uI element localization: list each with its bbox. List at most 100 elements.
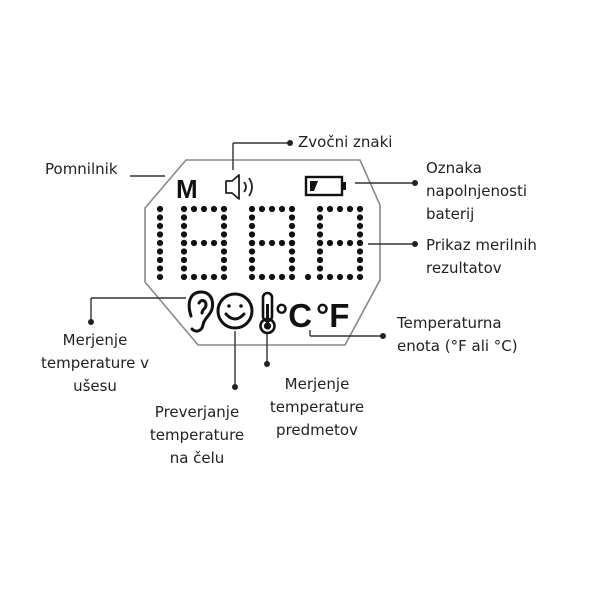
lcd-digit-2-dot bbox=[278, 273, 286, 281]
lcd-digit-1-dot bbox=[180, 222, 188, 230]
lcd-digit-2-dot bbox=[248, 273, 256, 281]
lcd-digit-2-dot bbox=[268, 273, 276, 281]
lcd-digit-3-dot bbox=[356, 256, 364, 264]
lcd-digit-0-dot bbox=[156, 265, 164, 272]
lcd-digit-1-dot bbox=[180, 205, 188, 213]
lcd-digit-3-dot bbox=[326, 273, 334, 281]
lcd-digit-2-dot bbox=[288, 239, 296, 247]
lcd-digit-1-dot bbox=[180, 265, 188, 272]
lcd-digit-2-dot bbox=[288, 222, 296, 230]
lcd-digit-1-dot bbox=[220, 265, 228, 272]
label-battery-line-3: baterij bbox=[426, 205, 475, 223]
lcd-digit-3-dot bbox=[316, 222, 324, 230]
lcd-digit-2-dot bbox=[288, 248, 296, 255]
lcd-digit-2-dot bbox=[278, 239, 286, 247]
lcd-digit-0-dot bbox=[156, 256, 164, 264]
lcd-digit-2-dot bbox=[248, 205, 256, 213]
lcd-digit-3-dot bbox=[356, 239, 364, 247]
lcd-digit-1-dot bbox=[220, 248, 228, 255]
label-ear-line-2: temperature v bbox=[41, 354, 149, 372]
lcd-digit-2-dot bbox=[288, 256, 296, 264]
lcd-digit-1-dot bbox=[180, 231, 188, 238]
lcd-digit-3-dot bbox=[316, 239, 324, 247]
lcd-digit-2-dot bbox=[248, 265, 256, 272]
label-forehead-line-3: na čelu bbox=[169, 449, 225, 467]
unit-fahrenheit: °F bbox=[316, 297, 349, 334]
callout-lines bbox=[90, 142, 415, 387]
label-unit-line-1: Temperaturna bbox=[397, 314, 502, 332]
lcd-digit-0-dot bbox=[156, 273, 164, 281]
label-memory: Pomnilnik bbox=[45, 160, 118, 178]
lcd-digit-2-dot bbox=[248, 256, 256, 264]
lcd-digit-0-dot bbox=[156, 214, 164, 221]
thermometer-icon bbox=[259, 291, 276, 335]
label-object-line-2: temperature bbox=[269, 398, 365, 416]
lcd-digit-1-dot bbox=[190, 239, 198, 247]
lcd-digit-3-dot bbox=[346, 239, 354, 247]
lcd-digit-0-dot bbox=[156, 231, 164, 238]
lcd-digit-0-dot bbox=[156, 248, 164, 255]
lcd-decimal-point bbox=[304, 273, 312, 281]
lcd-digits bbox=[156, 205, 364, 281]
lcd-digit-0-dot bbox=[156, 222, 164, 230]
lcd-digit-3-dot bbox=[316, 214, 324, 221]
lcd-digit-3-dot bbox=[336, 205, 344, 213]
lcd-digit-1-dot bbox=[180, 248, 188, 255]
battery-icon bbox=[304, 175, 346, 197]
lcd-digit-2-dot bbox=[258, 205, 266, 213]
lcd-digit-1-dot bbox=[190, 205, 198, 213]
lcd-digit-2-dot bbox=[258, 273, 266, 281]
lcd-digit-1-dot bbox=[200, 273, 208, 281]
lcd-digit-3-dot bbox=[356, 273, 364, 281]
lcd-digit-3-dot bbox=[356, 248, 364, 255]
lcd-digit-3-dot bbox=[356, 222, 364, 230]
lcd-digit-2-dot bbox=[288, 231, 296, 238]
lcd-digit-2-dot bbox=[288, 273, 296, 281]
label-unit-line-2: enota (°F ali °C) bbox=[397, 337, 518, 355]
lcd-digit-1-dot bbox=[210, 239, 218, 247]
smiley-icon bbox=[216, 292, 254, 330]
label-battery-line-1: Oznaka bbox=[426, 159, 482, 177]
lcd-digit-3-dot bbox=[356, 231, 364, 238]
lcd-digit-2-dot bbox=[268, 205, 276, 213]
lcd-digit-1-dot bbox=[190, 273, 198, 281]
memory-symbol: M bbox=[176, 174, 198, 204]
lcd-digit-1-dot bbox=[220, 231, 228, 238]
lcd-digit-3-dot bbox=[326, 205, 334, 213]
lcd-digit-1-dot bbox=[200, 205, 208, 213]
lcd-digit-2-dot bbox=[248, 222, 256, 230]
label-object-line-3: predmetov bbox=[276, 421, 358, 439]
label-battery-line-2: napolnjenosti bbox=[426, 182, 528, 200]
ear-icon bbox=[187, 290, 215, 333]
lcd-digit-0-dot bbox=[156, 239, 164, 247]
lcd-digit-1-dot bbox=[210, 273, 218, 281]
lcd-outline bbox=[144, 159, 381, 346]
lcd-digit-2-dot bbox=[288, 265, 296, 272]
lcd-digit-3-dot bbox=[356, 205, 364, 213]
label-readout-line-2: rezultatov bbox=[426, 259, 502, 277]
lcd-digit-3-dot bbox=[316, 273, 324, 281]
callout-dots bbox=[88, 140, 418, 390]
lcd-digit-3-dot bbox=[316, 248, 324, 255]
lcd-digit-3-dot bbox=[336, 273, 344, 281]
lcd-digit-2-dot bbox=[248, 231, 256, 238]
label-ear-line-3: ušesu bbox=[73, 377, 117, 395]
label-forehead-line-2: temperature bbox=[149, 426, 245, 444]
lcd-digit-2-dot bbox=[258, 239, 266, 247]
lcd-digit-2-dot bbox=[248, 248, 256, 255]
lcd-digit-3-dot bbox=[356, 214, 364, 221]
label-readout-line-1: Prikaz merilnih bbox=[426, 236, 537, 254]
lcd-digit-2-dot bbox=[248, 239, 256, 247]
lcd-digit-1-dot bbox=[220, 205, 228, 213]
label-object-line-1: Merjenje bbox=[284, 375, 350, 393]
lcd-digit-1-dot bbox=[220, 214, 228, 221]
lcd-digit-3-dot bbox=[346, 205, 354, 213]
lcd-digit-1-dot bbox=[220, 256, 228, 264]
lcd-digit-2-dot bbox=[248, 214, 256, 221]
lcd-digit-3-dot bbox=[316, 205, 324, 213]
lcd-digit-0-dot bbox=[156, 205, 164, 213]
lcd-digit-1-dot bbox=[200, 239, 208, 247]
lcd-digit-1-dot bbox=[180, 256, 188, 264]
lcd-digit-1-dot bbox=[220, 239, 228, 247]
